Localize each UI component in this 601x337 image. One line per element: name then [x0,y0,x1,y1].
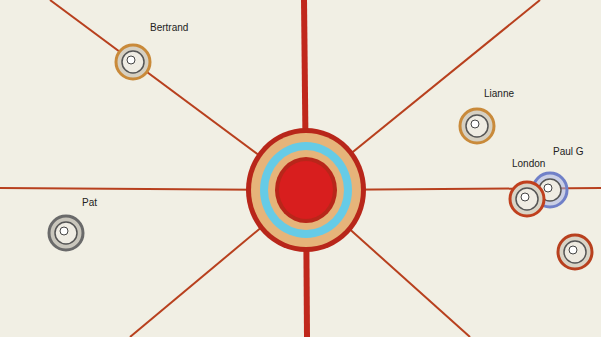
person-node: Bertrand [150,22,188,34]
center-target [246,128,366,252]
person-node: Paul G [553,146,584,158]
person-name: Pat [82,197,97,209]
target-ring [268,150,344,230]
person-name: Bertrand [150,22,188,34]
person-node: Lianne [484,88,514,100]
target-ring [251,133,361,247]
avatar-icon [457,106,497,146]
avatar-icon [46,213,86,253]
avatar-icon [113,42,153,82]
target-ring [275,157,337,223]
person-node: Pat [82,197,97,209]
person-node: London [512,158,545,170]
target-ring [246,128,366,252]
person-name: Paul G [553,146,584,158]
person-name: London [512,158,545,170]
avatar-icon [507,179,547,219]
target-ring [260,142,352,238]
person-name: Lianne [484,88,514,100]
target-center [279,161,333,219]
avatar-icon [558,235,592,269]
